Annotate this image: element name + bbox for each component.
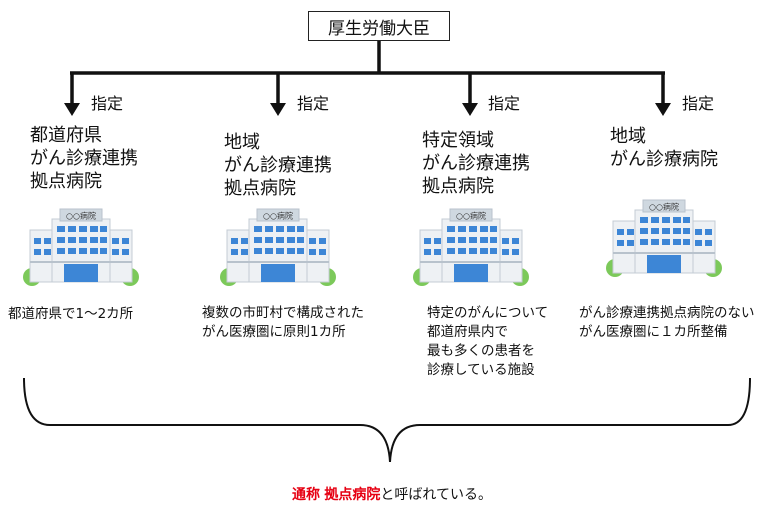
minister-label: 厚生労働大臣 xyxy=(328,18,430,39)
hospital-icon: ○○病院 xyxy=(23,208,139,286)
column-desc-specific-area: 特定のがんについて 都道府県内で 最も多くの患者を 診療している施設 xyxy=(427,305,549,378)
hospital-sign: ○○病院 xyxy=(649,202,679,212)
footer-note: 通称 拠点病院と呼ばれている。 xyxy=(0,484,784,504)
column-title-prefectural: 都道府県 がん診療連携 拠点病院 xyxy=(30,125,138,192)
column-desc-regional-cancer-hospital: がん診療連携拠点病院のない がん医療圏に１カ所整備 xyxy=(579,305,755,340)
designate-label-2: 指定 xyxy=(297,94,330,113)
column-title-specific-area: 特定領域 がん診療連携 拠点病院 xyxy=(422,130,530,197)
arrow-3 xyxy=(462,72,478,116)
footer-highlight-1: 通称 xyxy=(291,487,320,503)
footer-rest: と呼ばれている。 xyxy=(380,487,493,503)
hospital-icon: ○○病院 xyxy=(606,199,722,277)
arrow-2 xyxy=(270,72,286,116)
grouping-brace xyxy=(23,377,751,463)
column-desc-regional: 複数の市町村で構成された がん医療圏に原則1カ所 xyxy=(202,305,364,340)
column-title-regional-cancer-hospital: 地域 がん診療病院 xyxy=(610,126,718,170)
footer-highlight-2: 拠点病院 xyxy=(324,487,381,503)
arrow-4 xyxy=(655,72,671,116)
arrow-1 xyxy=(64,72,80,116)
hospital-icon: ○○病院 xyxy=(413,208,529,286)
hospital-sign: ○○病院 xyxy=(263,211,293,221)
hospital-sign: ○○病院 xyxy=(456,211,486,221)
hospital-sign: ○○病院 xyxy=(66,211,96,221)
column-title-regional: 地域 がん診療連携 拠点病院 xyxy=(224,132,332,199)
column-desc-prefectural: 都道府県で1～2カ所 xyxy=(8,306,134,322)
designate-label-4: 指定 xyxy=(682,94,715,113)
minister-box: 厚生労働大臣 xyxy=(308,11,450,41)
designate-label-3: 指定 xyxy=(488,94,521,113)
designate-label-1: 指定 xyxy=(91,94,124,113)
hospital-icon: ○○病院 xyxy=(220,208,336,286)
